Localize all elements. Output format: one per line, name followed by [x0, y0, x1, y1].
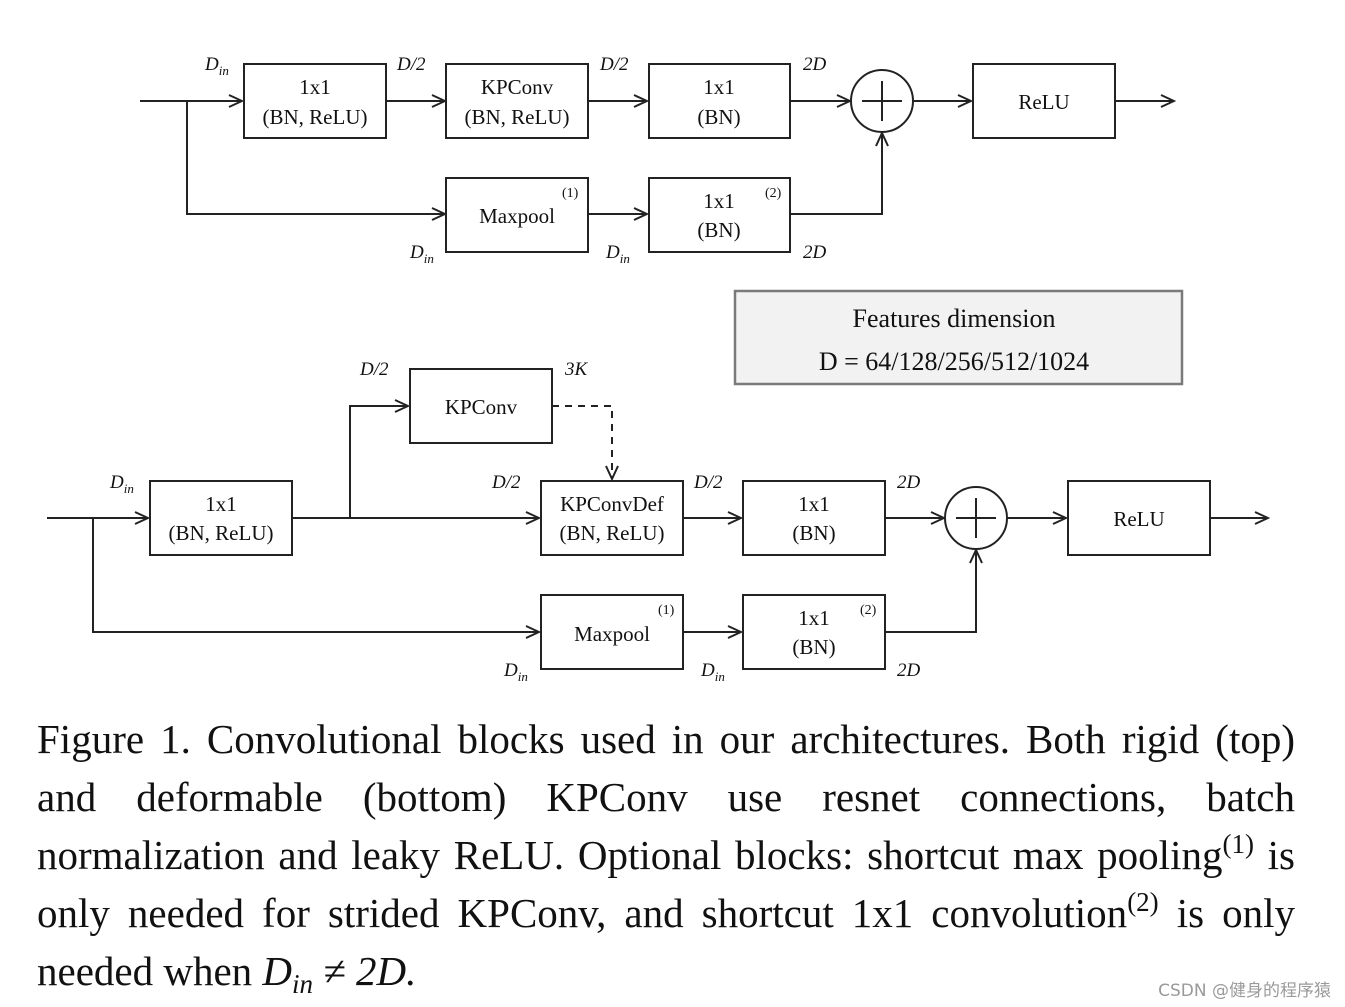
svg-text:(BN, ReLU): (BN, ReLU) [560, 521, 665, 545]
label-2d: 2D [897, 660, 921, 681]
features-value: D = 64/128/256/512/1024 [819, 347, 1089, 376]
svg-text:KPConvDef: KPConvDef [560, 492, 664, 516]
label-d-half: D/2 [491, 472, 521, 493]
label-d-in: Din [109, 472, 134, 496]
label-d-half: D/2 [396, 54, 426, 75]
svg-text:(BN): (BN) [697, 218, 740, 242]
label-d-in: Din [700, 660, 725, 684]
svg-text:(BN): (BN) [697, 105, 740, 129]
svg-text:1x1: 1x1 [703, 189, 735, 213]
block-maxpool-optional: Maxpool (1) [540, 594, 684, 670]
label-d-in: Din [503, 660, 528, 684]
footnote-mark-2: (2) [1127, 887, 1159, 917]
features-title: Features dimension [853, 304, 1056, 333]
block-kpconv-offsets: KPConv [409, 368, 553, 444]
svg-text:(1): (1) [658, 603, 675, 618]
rigid-kpconv-block: 1x1 (BN, ReLU) KPConv (BN, ReLU) 1x1 (BN… [140, 54, 1174, 266]
block-1x1-bn-optional: 1x1 (BN) (2) [648, 177, 791, 253]
watermark: CSDN @健身的程序猿 [1158, 981, 1331, 1001]
features-dimension-box: Features dimension D = 64/128/256/512/10… [733, 289, 1184, 386]
svg-text:KPConv: KPConv [481, 75, 554, 99]
convolutional-blocks-diagram: 1x1 (BN, ReLU) KPConv (BN, ReLU) 1x1 (BN… [47, 54, 1345, 684]
svg-text:1x1: 1x1 [798, 606, 830, 630]
label-d-half: D/2 [599, 54, 629, 75]
block-relu: ReLU [1067, 480, 1211, 556]
block-1x1-bn-optional: 1x1 (BN) (2) [742, 594, 886, 670]
block-kpconvdef-bn-relu: KPConvDef (BN, ReLU) [540, 480, 684, 556]
label-d-in: Din [409, 242, 434, 266]
deformable-kpconv-block: 1x1 (BN, ReLU) KPConv KPConvDef (BN, ReL… [47, 359, 1268, 684]
block-1x1-bn: 1x1 (BN) [742, 480, 886, 556]
block-kpconv-bn-relu: KPConv (BN, ReLU) [445, 63, 589, 139]
block-relu: ReLU [972, 63, 1116, 139]
label-3k: 3K [564, 359, 589, 380]
arrow-shortcut-to-sum [885, 550, 976, 633]
block-1x1-bn-relu: 1x1 (BN, ReLU) [243, 63, 387, 139]
offset-dashed-arrow [552, 405, 612, 479]
svg-text:Maxpool: Maxpool [479, 204, 555, 228]
svg-text:(BN, ReLU): (BN, ReLU) [465, 105, 570, 129]
arrow-shortcut-to-sum [790, 133, 882, 215]
label-d-half: D/2 [693, 472, 723, 493]
svg-text:(BN, ReLU): (BN, ReLU) [169, 521, 274, 545]
svg-text:(1): (1) [562, 186, 579, 201]
label-d-in: Din [605, 242, 630, 266]
label-2d: 2D [803, 54, 827, 75]
shortcut-line [92, 518, 539, 632]
svg-text:1x1: 1x1 [703, 75, 735, 99]
svg-text:(BN, ReLU): (BN, ReLU) [263, 105, 368, 129]
svg-text:Maxpool: Maxpool [574, 622, 650, 646]
svg-text:(BN): (BN) [792, 521, 835, 545]
svg-text:KPConv: KPConv [445, 395, 518, 419]
label-2d: 2D [803, 242, 827, 263]
shortcut-line [186, 101, 445, 214]
svg-text:ReLU: ReLU [1018, 90, 1069, 114]
svg-text:(2): (2) [765, 186, 782, 201]
svg-text:1x1: 1x1 [798, 492, 830, 516]
arrow-branch-to-kpconv [349, 406, 408, 518]
block-1x1-bn: 1x1 (BN) [648, 63, 791, 139]
sum-node [944, 486, 1008, 550]
svg-text:1x1: 1x1 [205, 492, 237, 516]
svg-text:ReLU: ReLU [1113, 507, 1164, 531]
math-expression: Din ≠ 2D. [262, 948, 417, 999]
block-maxpool-optional: Maxpool (1) [445, 177, 589, 253]
label-d-in: Din [204, 54, 229, 78]
svg-text:(BN): (BN) [792, 635, 835, 659]
svg-text:1x1: 1x1 [299, 75, 331, 99]
svg-text:(2): (2) [860, 603, 877, 618]
figure-caption: Figure 1. Convolutional blocks used in o… [37, 716, 1295, 999]
label-d-half: D/2 [359, 359, 389, 380]
footnote-mark-1: (1) [1222, 829, 1254, 859]
label-2d: 2D [897, 472, 921, 493]
block-1x1-bn-relu: 1x1 (BN, ReLU) [149, 480, 293, 556]
sum-node [850, 69, 914, 133]
